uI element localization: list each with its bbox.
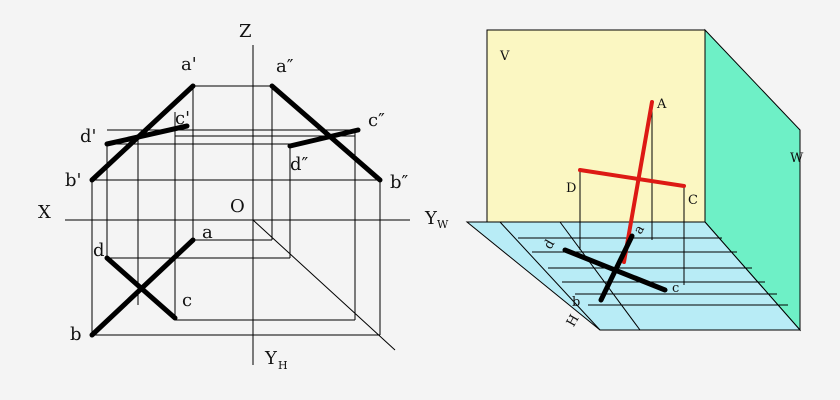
point-C-label: C [688,193,698,208]
construction-lines [91,85,396,351]
point-b-front-label: b' [65,170,81,191]
cd-top-line [104,255,178,321]
point-b-top-label: b [70,324,82,345]
z-axis-label: Z [239,21,252,42]
point-c-label: c [672,281,679,296]
point-d-front-label: d' [80,126,96,147]
point-d-top-label: d [93,240,105,261]
yh-axis-subscript: H [278,359,288,372]
space-lines [578,100,686,264]
point-b-label: b [572,295,580,310]
h-projection-lines [562,233,668,303]
ab-space-line [622,100,654,264]
point-a-side-label: a″ [276,56,294,77]
point-c-front-label: c' [175,108,190,129]
v-plane-label: V [499,49,510,64]
point-A-label: A [656,97,667,112]
origin-label: O [230,196,245,217]
dc-space-line [578,168,686,188]
left-orthographic-view: Z X O Y W Y H a' a″ c' c″ d' d″ b' b″ a … [38,21,449,372]
h-plane-label: H [564,312,583,329]
point-c-top-label: c [182,290,192,311]
yw-axis-subscript: W [437,218,449,231]
v-projection-lines [579,102,685,285]
x-axis-label: X [38,202,51,223]
point-d-side-label: d″ [290,154,309,175]
dc-h-line [562,247,668,293]
cd-side-line [287,127,361,149]
ab-side-line [269,83,383,183]
cd-front-line [104,123,190,147]
h-plane-grid [499,221,788,331]
point-a-top-label: a [202,222,213,243]
w-plane-label: W [790,151,804,166]
yw-axis-label: Y [424,208,438,229]
point-D-label: D [566,181,576,196]
point-a-front-label: a' [181,54,197,75]
v-plane [486,29,706,223]
thick-lines [89,83,383,338]
ab-front-line [89,83,196,183]
point-b-side-label: b″ [390,172,409,193]
right-3d-view: V W H A D C a d b c [465,28,804,332]
yh-axis-label: Y [264,348,278,369]
point-c-side-label: c″ [368,110,385,131]
